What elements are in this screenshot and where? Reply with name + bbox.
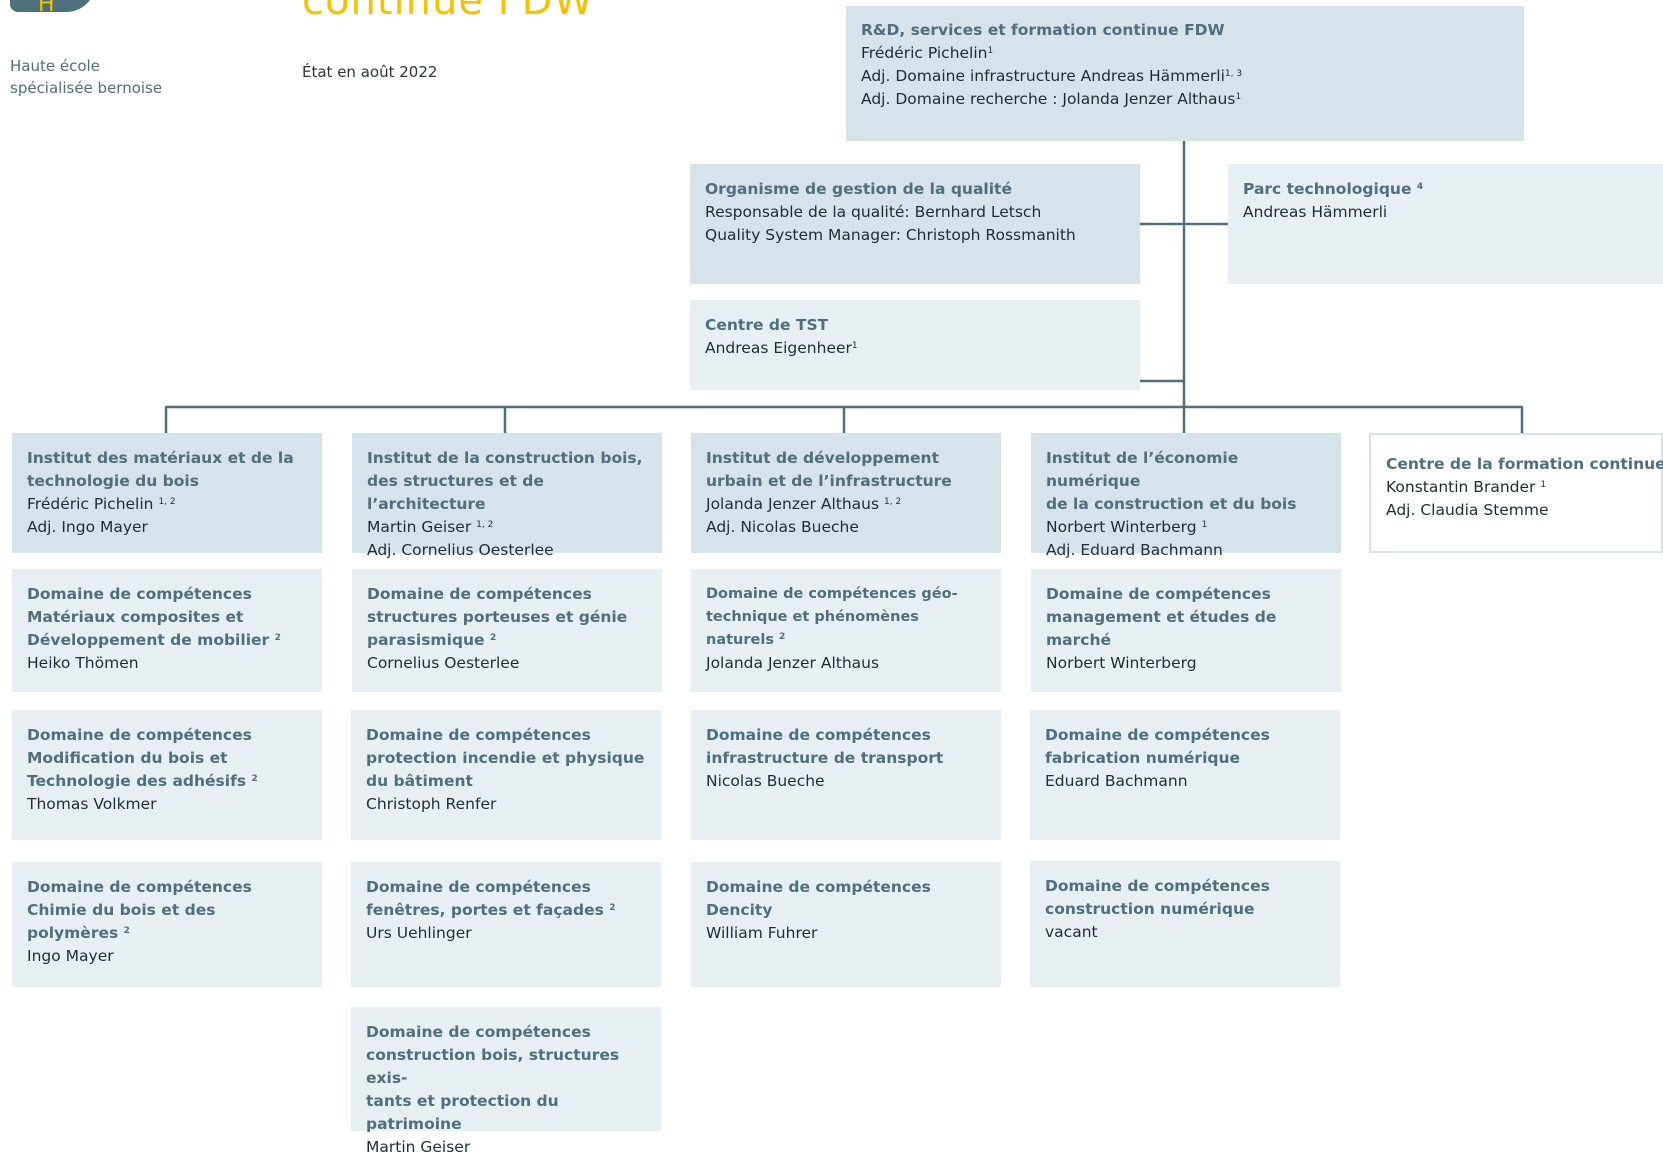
org-box-domain: Domaine de compétences construction bois… [351, 1007, 661, 1156]
institute-title: urbain et de l’infrastructure [706, 472, 952, 490]
org-box-title: R&D, services et formation continue FDW [861, 21, 1225, 39]
school-name-line-1: Haute école [10, 57, 100, 75]
institute-head: Jolanda Jenzer Althaus 1, 2 [706, 495, 902, 513]
org-box-title: Centre de TST [705, 316, 829, 334]
org-box-title: Organisme de gestion de la qualité [705, 180, 1012, 198]
status-date: État en août 2022 [302, 63, 438, 81]
school-logo [10, 0, 96, 12]
school-name-line-2: spécialisée bernoise [10, 79, 163, 97]
org-box-line: Frédéric Pichelin1 [861, 44, 994, 62]
org-connectors [164, 140, 1524, 433]
org-box-domain: Domaine de compétences Chimie du bois et… [12, 862, 322, 987]
org-box-domain: Domaine de compétences protection incend… [351, 710, 661, 840]
org-box-line: Quality System Manager: Christoph Rossma… [705, 226, 1076, 244]
org-box-domain: Domaine de compétences management et étu… [1031, 569, 1341, 692]
institute-title: technologie du bois [27, 472, 199, 490]
institute-title: Institut de la construction bois, [367, 449, 643, 467]
org-box-parc-technologique: Parc technologique 4 Andreas Hämmerli [1228, 164, 1663, 284]
org-box-domain: Domaine de compétences construction numé… [1030, 861, 1340, 987]
org-box-formation-continue: Centre de la formation continue Konstant… [1369, 433, 1663, 553]
org-box-domain: Domaine de compétences structures porteu… [352, 569, 662, 692]
institute-title: Institut des matériaux et de la [27, 449, 294, 467]
institute-title: Institut de l’économie numérique [1046, 449, 1239, 490]
org-box-line: Andreas Hämmerli [1243, 203, 1388, 221]
org-box-domain: Domaine de compétences fenêtres, portes … [351, 862, 661, 987]
institute-title: Institut de développement [706, 449, 939, 467]
org-box-institute-2: Institut de la construction bois, des st… [352, 433, 662, 559]
org-box-line: Adj. Domaine recherche : Jolanda Jenzer … [861, 90, 1242, 108]
page-title: continue FDW [302, 0, 594, 24]
org-box-quality: Organisme de gestion de la qualité Respo… [690, 164, 1140, 284]
org-box-institute-4: Institut de l’économie numérique de la c… [1031, 433, 1341, 559]
org-box-title: Parc technologique 4 [1243, 180, 1424, 198]
org-box-title: Centre de la formation continue [1386, 455, 1663, 473]
org-box-line: Responsable de la qualité: Bernhard Lets… [705, 203, 1042, 221]
institute-head: Frédéric Pichelin 1, 2 [27, 495, 176, 513]
org-box-institute-3: Institut de développement urbain et de l… [691, 433, 1001, 553]
institute-head: Martin Geiser 1, 2 [367, 518, 494, 536]
org-box-tst: Centre de TST Andreas Eigenheer1 [690, 300, 1140, 390]
org-box-line: Konstantin Brander 1 [1386, 478, 1547, 496]
org-box-line: Adj. Domaine infrastructure Andreas Hämm… [861, 67, 1243, 85]
org-box-domain: Domaine de compétences géo- technique et… [691, 569, 1001, 692]
org-box-domain: Domaine de compétences Dencity William F… [691, 862, 1001, 987]
school-name: Haute école spécialisée bernoise [10, 55, 162, 99]
institute-head: Norbert Winterberg 1 [1046, 518, 1208, 536]
institute-title: des structures et de l’architecture [367, 472, 544, 513]
org-box-line: Andreas Eigenheer1 [705, 339, 858, 357]
org-box-domain: Domaine de compétences fabrication numér… [1030, 710, 1340, 840]
org-box-fdw: R&D, services et formation continue FDW … [846, 6, 1524, 141]
institute-deputy: Adj. Ingo Mayer [27, 518, 148, 536]
org-box-domain: Domaine de compétences infrastructure de… [691, 710, 1001, 840]
institute-deputy: Adj. Eduard Bachmann [1046, 541, 1223, 559]
institute-title: de la construction et du bois [1046, 495, 1297, 513]
logo-letter: H [38, 0, 55, 17]
org-box-line: Adj. Claudia Stemme [1386, 501, 1549, 519]
org-box-domain: Domaine de compétences Modification du b… [12, 710, 322, 840]
institute-deputy: Adj. Nicolas Bueche [706, 518, 859, 536]
org-box-domain: Domaine de compétences Matériaux composi… [12, 569, 322, 692]
institute-deputy: Adj. Cornelius Oesterlee [367, 541, 554, 559]
org-box-institute-1: Institut des matériaux et de la technolo… [12, 433, 322, 553]
